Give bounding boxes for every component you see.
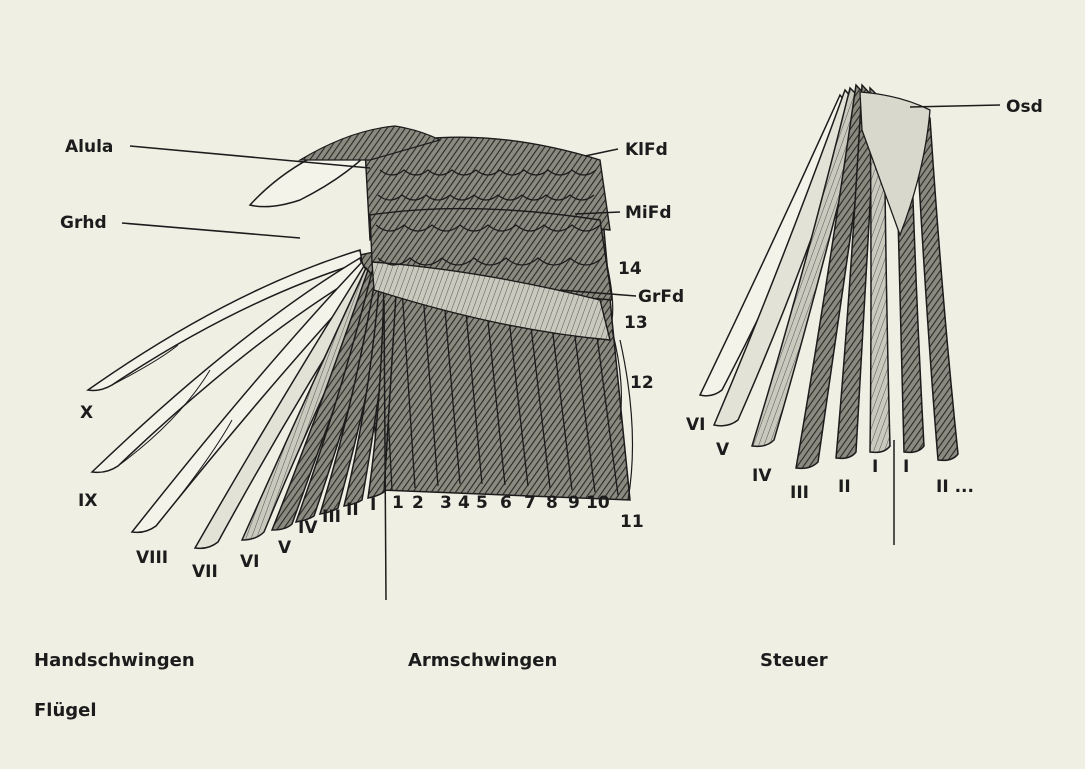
label-klfd: KlFd bbox=[625, 140, 668, 160]
secondary-label: 3 bbox=[440, 493, 452, 513]
caption-armschwingen: Armschwingen bbox=[408, 650, 557, 671]
caption-handschwingen: Handschwingen bbox=[34, 650, 195, 671]
label-osd: Osd bbox=[1006, 97, 1043, 117]
secondary-label: 4 bbox=[458, 493, 470, 513]
caption-fluegel: Flügel bbox=[34, 700, 97, 721]
label-grhd: Grhd bbox=[60, 213, 107, 233]
tail-label: II bbox=[838, 477, 851, 497]
label-mifd: MiFd bbox=[625, 203, 672, 223]
primary-label: VI bbox=[240, 552, 259, 572]
tail-label: V bbox=[716, 440, 730, 460]
tail-label: VI bbox=[686, 415, 705, 435]
primary-label: V bbox=[278, 538, 292, 558]
secondary-label: 13 bbox=[624, 313, 648, 333]
tail-label: I bbox=[903, 457, 909, 477]
secondary-label: 2 bbox=[412, 493, 424, 513]
secondary-label: 14 bbox=[618, 259, 642, 279]
primary-label: III bbox=[322, 507, 341, 527]
tail-label: I bbox=[872, 457, 878, 477]
primary-label: IV bbox=[298, 518, 318, 538]
primary-label: I bbox=[370, 495, 376, 515]
label-alula: Alula bbox=[65, 137, 113, 157]
secondary-label: 12 bbox=[630, 373, 654, 393]
secondary-label: 11 bbox=[620, 512, 644, 532]
caption-steuer: Steuer bbox=[760, 650, 828, 671]
captions: Handschwingen Armschwingen Steuer Flügel bbox=[34, 650, 828, 721]
tail-drawing bbox=[700, 85, 958, 545]
primary-label: X bbox=[80, 403, 93, 423]
secondary-label: 7 bbox=[524, 493, 536, 513]
secondary-label: 5 bbox=[476, 493, 488, 513]
tail-numerals: VI V IV III II I I II ... bbox=[686, 415, 974, 503]
tail-label: II ... bbox=[936, 477, 974, 497]
primary-label: II bbox=[346, 500, 359, 520]
wing-drawing bbox=[88, 126, 633, 600]
primary-label: VIII bbox=[136, 548, 168, 568]
secondary-label: 6 bbox=[500, 493, 512, 513]
tail-label: IV bbox=[752, 466, 772, 486]
secondary-label: 9 bbox=[568, 493, 580, 513]
primary-label: VII bbox=[192, 562, 218, 582]
secondary-label: 8 bbox=[546, 493, 558, 513]
secondary-label: 1 bbox=[392, 493, 404, 513]
tail-label: III bbox=[790, 483, 809, 503]
label-grfd: GrFd bbox=[638, 287, 684, 307]
secondary-label: 10 bbox=[586, 493, 610, 513]
primary-label: IX bbox=[78, 491, 97, 511]
